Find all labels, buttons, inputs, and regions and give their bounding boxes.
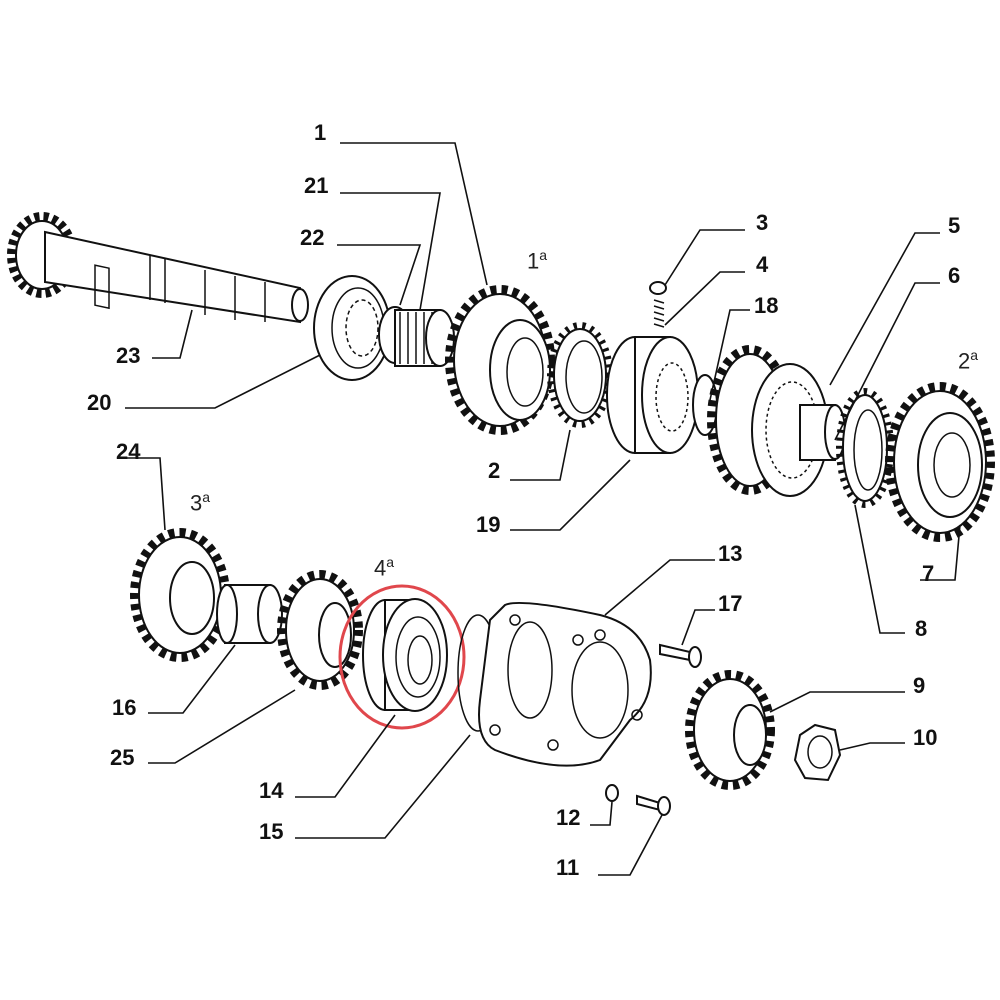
label-part-14: 14 <box>259 778 284 803</box>
bearing-part-20 <box>313 275 391 381</box>
label-part-15: 15 <box>259 819 284 844</box>
label-part-6: 6 <box>948 263 961 288</box>
gear-label-3rd: 3a <box>190 489 211 516</box>
label-part-20: 20 <box>87 390 112 415</box>
bearing-part-14 <box>362 598 448 712</box>
label-part-11: 11 <box>556 855 580 880</box>
leader-lines <box>120 142 961 876</box>
washer-part-12 <box>605 784 619 802</box>
synchro-hub-part-19 <box>606 281 699 454</box>
sleeve-gear-part-5 <box>707 345 829 497</box>
gear-label-4th: 4a <box>374 554 395 581</box>
label-part-4: 4 <box>756 252 769 277</box>
plate-part-13 <box>478 601 652 767</box>
main-shaft-part-23 <box>7 212 309 324</box>
second-gear-part-7 <box>885 382 995 542</box>
label-part-1: 1 <box>314 120 327 145</box>
synchro-ring-part-2 <box>547 322 613 428</box>
gear-part-9 <box>685 670 775 790</box>
label-part-18: 18 <box>754 293 779 318</box>
fourth-gear-part-25 <box>277 570 363 690</box>
label-part-22: 22 <box>300 225 325 250</box>
label-part-5: 5 <box>948 213 961 238</box>
label-part-3: 3 <box>756 210 769 235</box>
needle-bearing-part-21-22 <box>378 306 455 367</box>
label-part-2: 2 <box>488 458 501 483</box>
label-part-13: 13 <box>718 541 743 566</box>
label-part-9: 9 <box>913 673 926 698</box>
synchro-ring-part-8 <box>836 388 894 508</box>
label-part-10: 10 <box>913 725 938 750</box>
label-part-12: 12 <box>556 805 581 830</box>
screw-part-11 <box>636 794 671 816</box>
label-part-7: 7 <box>922 561 935 586</box>
highlight-circle <box>338 584 466 730</box>
first-gear-part-1 <box>445 285 555 435</box>
label-part-25: 25 <box>110 745 135 770</box>
label-part-21: 21 <box>304 173 329 198</box>
label-part-24: 24 <box>116 439 141 464</box>
bushing-part-16 <box>216 584 283 644</box>
label-part-16: 16 <box>112 695 137 720</box>
nut-part-10 <box>793 723 842 782</box>
label-part-17: 17 <box>718 591 743 616</box>
bolt-part-17 <box>659 643 702 668</box>
label-part-23: 23 <box>116 343 141 368</box>
third-gear-part-24 <box>130 528 230 662</box>
gear-label-2nd: 2a <box>958 347 979 374</box>
gear-label-1st: 1a <box>527 247 548 274</box>
label-part-19: 19 <box>476 512 501 537</box>
label-part-8: 8 <box>915 616 928 641</box>
bushing-part-6 <box>799 404 846 461</box>
